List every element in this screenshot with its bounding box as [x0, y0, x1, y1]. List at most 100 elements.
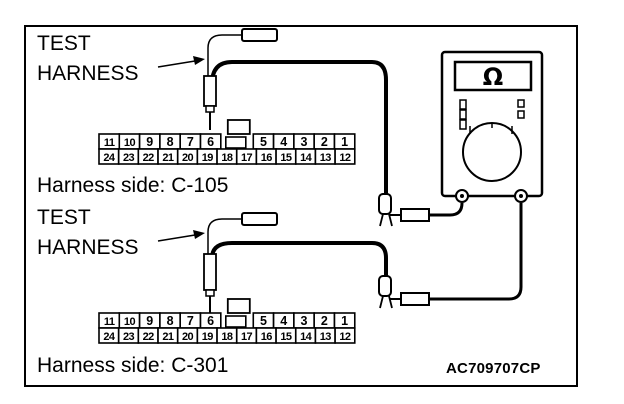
- svg-text:1: 1: [341, 135, 348, 149]
- svg-text:10: 10: [124, 316, 136, 328]
- pin-3: 3: [293, 312, 315, 329]
- pin-10: 10: [118, 312, 141, 329]
- pin-17: 17: [235, 148, 258, 165]
- connector-key: [226, 119, 251, 135]
- pin-22: 22: [137, 327, 159, 344]
- harness-side-caption-2: Harness side: C-301: [37, 354, 229, 377]
- pin-14: 14: [294, 327, 317, 344]
- svg-text:17: 17: [241, 152, 253, 164]
- svg-text:17: 17: [241, 331, 253, 343]
- svg-text:15: 15: [280, 331, 292, 343]
- svg-text:7: 7: [187, 135, 194, 149]
- pin-5: 5: [252, 312, 275, 329]
- svg-text:21: 21: [162, 152, 174, 164]
- svg-text:23: 23: [123, 331, 135, 343]
- svg-text:22: 22: [143, 152, 155, 164]
- pin-2: 2: [313, 312, 336, 329]
- svg-text:16: 16: [261, 331, 273, 343]
- pin-10: 10: [118, 133, 141, 150]
- pin-19: 19: [196, 148, 218, 165]
- pin-11: 11: [98, 312, 121, 329]
- pin-2: 2: [313, 133, 336, 150]
- pin-13: 13: [314, 327, 336, 344]
- svg-text:9: 9: [146, 135, 153, 149]
- pin-24: 24: [98, 148, 120, 165]
- pin-15: 15: [275, 327, 297, 344]
- svg-text:5: 5: [260, 314, 267, 328]
- svg-text:12: 12: [339, 331, 351, 343]
- pin-1: 1: [333, 133, 356, 150]
- svg-text:8: 8: [167, 314, 174, 328]
- svg-text:11: 11: [104, 137, 115, 149]
- svg-text:8: 8: [167, 135, 174, 149]
- pin-9: 9: [138, 312, 161, 329]
- svg-text:14: 14: [300, 331, 313, 343]
- ohm-symbol: Ω: [483, 63, 503, 91]
- svg-text:13: 13: [320, 331, 332, 343]
- pin-4: 4: [272, 133, 295, 150]
- pin-5: 5: [252, 133, 275, 150]
- svg-text:1: 1: [341, 314, 348, 328]
- test-harness-label-2b: HARNESS: [37, 236, 139, 259]
- svg-text:11: 11: [104, 316, 115, 328]
- svg-text:6: 6: [207, 135, 214, 149]
- svg-text:3: 3: [301, 314, 308, 328]
- ohmmeter: [440, 50, 544, 203]
- svg-text:15: 15: [280, 152, 292, 164]
- pin-8: 8: [159, 312, 181, 329]
- test-harness-probe-2: [157, 212, 388, 314]
- pin-4: 4: [272, 312, 295, 329]
- svg-text:23: 23: [123, 152, 135, 164]
- svg-text:4: 4: [280, 135, 287, 149]
- test-harness-probe-1: [157, 28, 388, 188]
- pin-20: 20: [176, 327, 199, 344]
- svg-text:6: 6: [207, 314, 214, 328]
- pin-12: 12: [334, 327, 356, 344]
- pin-15: 15: [275, 148, 297, 165]
- svg-text:9: 9: [146, 314, 153, 328]
- svg-text:19: 19: [202, 331, 214, 343]
- harness-side-caption-1: Harness side: C-105: [37, 174, 229, 197]
- pin-20: 20: [176, 148, 199, 165]
- connector-key: [226, 298, 251, 314]
- svg-text:16: 16: [261, 152, 273, 164]
- pin-22: 22: [137, 148, 159, 165]
- test-harness-label-1b: HARNESS: [37, 62, 139, 85]
- pin-18: 18: [216, 148, 238, 165]
- pin-7: 7: [179, 312, 202, 329]
- svg-text:7: 7: [187, 314, 194, 328]
- svg-text:5: 5: [260, 135, 267, 149]
- svg-text:19: 19: [202, 152, 214, 164]
- connector-key-slot: [225, 136, 247, 149]
- svg-text:20: 20: [182, 331, 194, 343]
- svg-text:24: 24: [103, 152, 116, 164]
- pin-16: 16: [255, 148, 277, 165]
- svg-text:2: 2: [321, 314, 328, 328]
- pin-24: 24: [98, 327, 120, 344]
- svg-text:22: 22: [143, 331, 155, 343]
- pin-19: 19: [196, 327, 218, 344]
- svg-text:4: 4: [280, 314, 287, 328]
- pin-1: 1: [333, 312, 356, 329]
- pin-7: 7: [179, 133, 202, 150]
- pin-18: 18: [216, 327, 238, 344]
- figure-code: AC709707CP: [446, 360, 541, 377]
- svg-text:18: 18: [221, 331, 233, 343]
- pin-23: 23: [117, 327, 140, 344]
- pin-21: 21: [157, 148, 179, 165]
- svg-text:13: 13: [320, 152, 332, 164]
- svg-text:21: 21: [162, 331, 174, 343]
- svg-text:24: 24: [103, 331, 116, 343]
- test-harness-label-2a: TEST: [37, 206, 91, 229]
- svg-text:18: 18: [221, 152, 233, 164]
- test-harness-label-1a: TEST: [37, 32, 91, 55]
- pin-11: 11: [98, 133, 121, 150]
- pin-16: 16: [255, 327, 277, 344]
- pin-21: 21: [157, 327, 179, 344]
- svg-text:12: 12: [339, 152, 351, 164]
- svg-text:3: 3: [301, 135, 308, 149]
- pin-17: 17: [235, 327, 258, 344]
- meter-lead-black: [378, 188, 464, 227]
- pin-3: 3: [293, 133, 315, 150]
